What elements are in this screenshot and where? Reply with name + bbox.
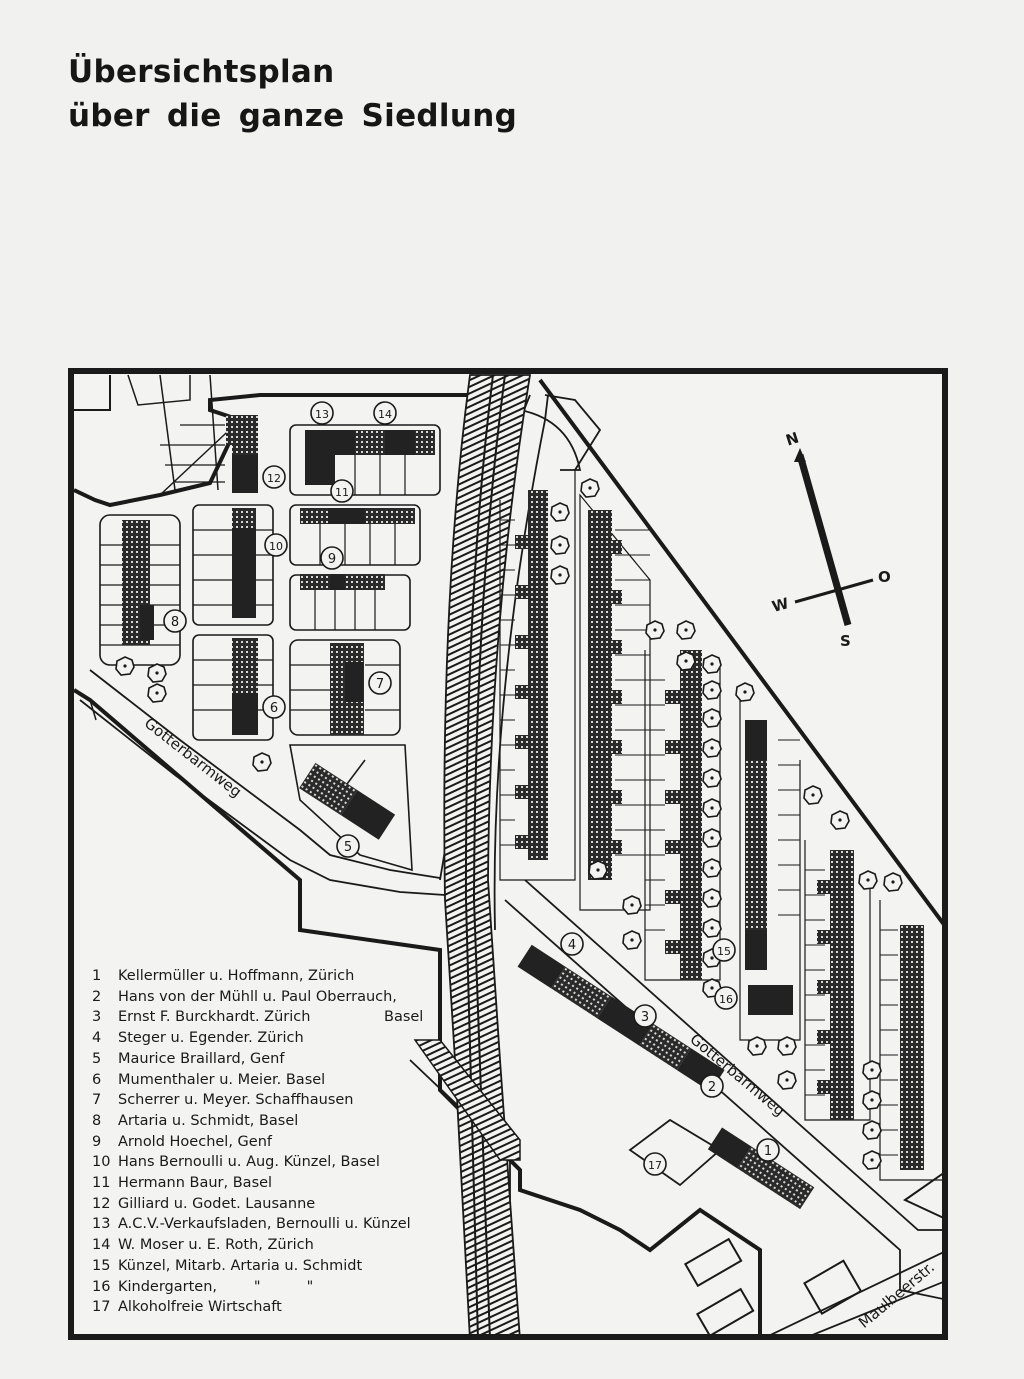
svg-text:7: 7 [376,677,384,692]
svg-text:16: 16 [719,993,733,1006]
page-title: Übersichtsplan über die ganze Siedlung [68,50,517,138]
compass-south-label: S [840,632,851,650]
svg-text:5: 5 [344,840,352,855]
site-plan-drawing: 1 2 3 4 5 6 7 8 9 10 11 12 13 14 15 16 1… [74,374,942,1334]
svg-text:9: 9 [328,552,336,567]
svg-text:13: 13 [315,408,329,421]
svg-text:2: 2 [708,1080,716,1095]
site-plan-map: 1 2 3 4 5 6 7 8 9 10 11 12 13 14 15 16 1… [68,368,948,1340]
svg-text:1: 1 [764,1144,772,1159]
svg-text:4: 4 [568,938,576,953]
svg-text:14: 14 [378,408,392,421]
svg-text:3: 3 [641,1010,649,1025]
svg-text:10: 10 [269,540,283,553]
title-line-1: Übersichtsplan [68,54,335,90]
compass-east-label: O [878,568,891,586]
svg-text:15: 15 [717,945,731,958]
compass-rose [794,448,874,626]
svg-text:8: 8 [171,615,179,630]
svg-text:12: 12 [267,472,281,485]
svg-text:6: 6 [270,701,278,716]
svg-text:11: 11 [335,486,349,499]
title-line-2: über die ganze Siedlung [68,98,518,134]
svg-text:17: 17 [648,1159,662,1172]
legend-item-2-continuation: Basel [384,1009,424,1026]
